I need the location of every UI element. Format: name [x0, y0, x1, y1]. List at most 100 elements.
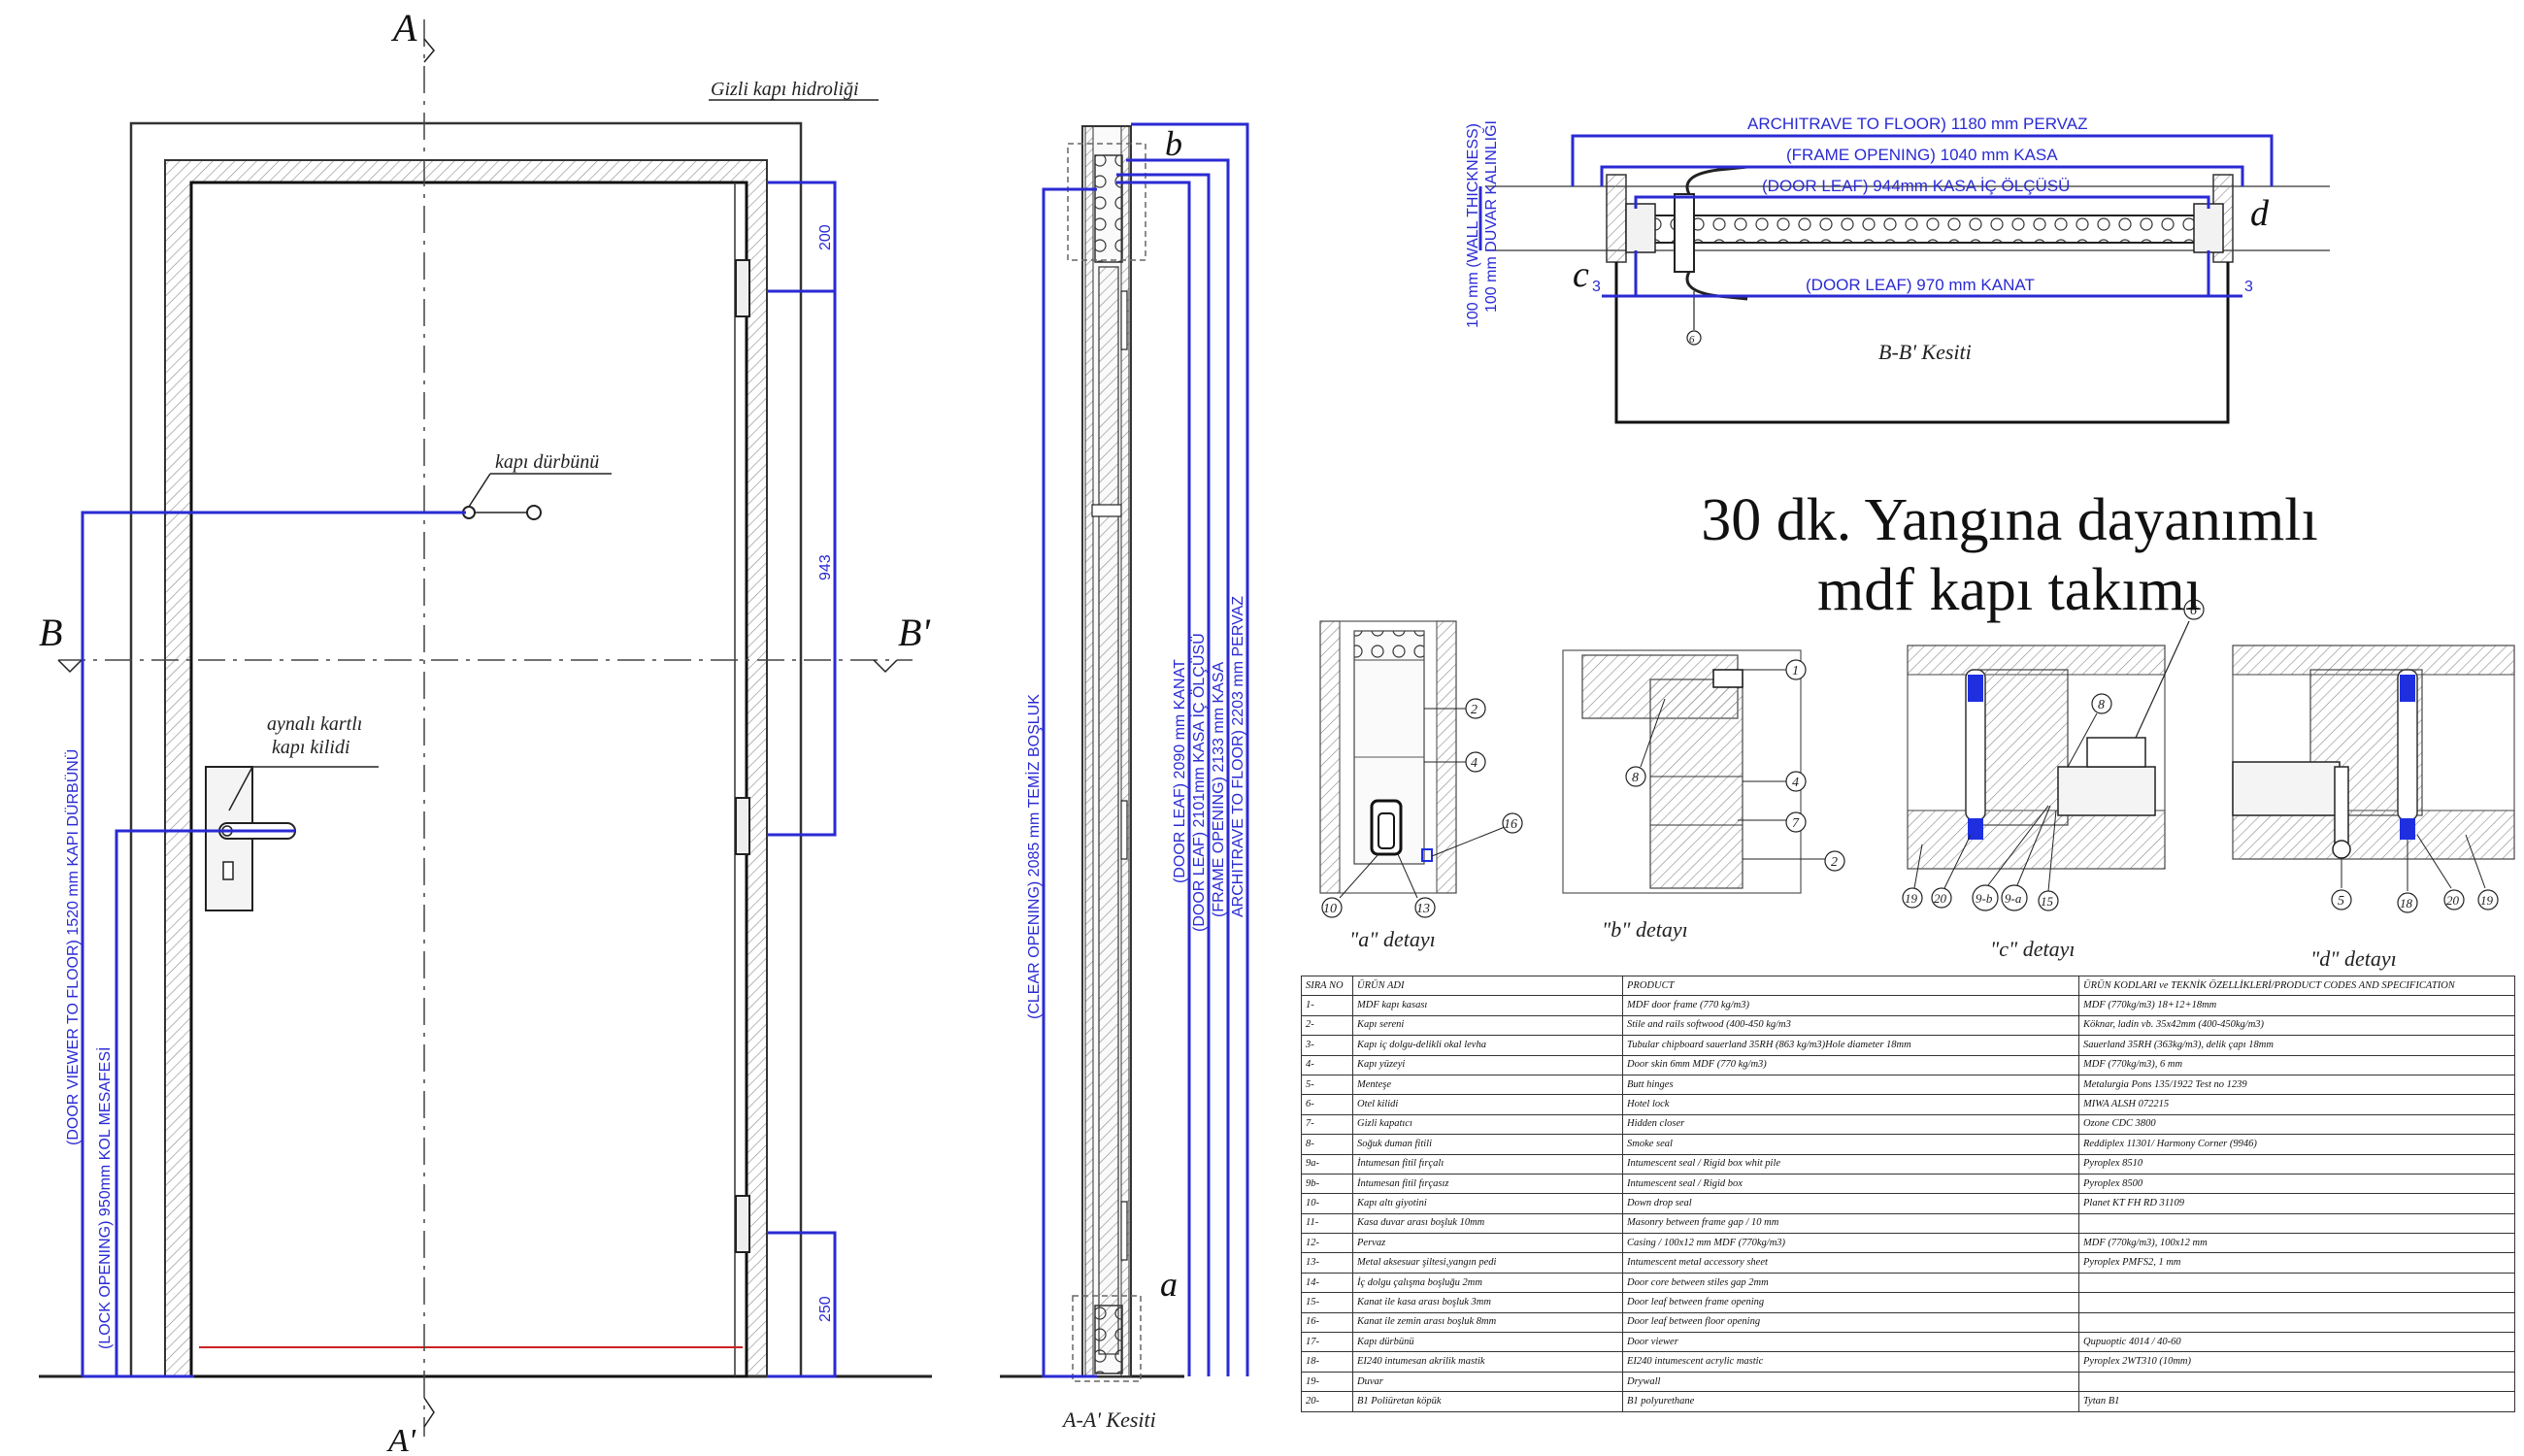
title-line-1: 30 dk. Yangına dayanımlı — [1701, 487, 2318, 553]
table-cell: Door leaf between frame opening — [1622, 1292, 2079, 1313]
spec-header-spec: ÜRÜN KODLARI ve TEKNİK ÖZELLİKLERİ/PRODU… — [2078, 975, 2515, 997]
lock-label-line2: kapı kilidi — [272, 737, 350, 758]
section-bb-caption: B-B' Kesiti — [1878, 340, 1972, 364]
table-cell: Down drop seal — [1622, 1193, 2079, 1214]
detail-c-callout-6: 6 — [2190, 604, 2197, 618]
detail-a-callout-16: 16 — [1504, 817, 1517, 832]
table-cell: Metalurgia Pons 135/1922 Test no 1239 — [2078, 1074, 2515, 1096]
detail-d-callout-19: 19 — [2480, 893, 2494, 908]
detail-d-callout-18: 18 — [2400, 896, 2413, 910]
section-aa-marker-a: a — [1160, 1265, 1178, 1304]
table-cell: Pyroplex PMFS2, 1 mm — [2078, 1252, 2515, 1274]
table-cell: Tubular chipboard sauerland 35RH (863 kg… — [1622, 1035, 2079, 1056]
detail-b-callout-8: 8 — [1632, 771, 1639, 785]
table-cell: MDF kapı kasası — [1352, 995, 1623, 1016]
table-cell: 9a- — [1301, 1153, 1353, 1175]
detail-c-callout-9a: 9-a — [2005, 891, 2022, 906]
table-cell: Tytan B1 — [2078, 1391, 2515, 1412]
dim-architrave-2203: ARCHITRAVE TO FLOOR) 2203 mm PERVAZ — [1230, 596, 1246, 917]
detail-b-callout-4: 4 — [1792, 776, 1799, 790]
spec-header-no: SIRA NO — [1301, 975, 1353, 997]
specification-table: SIRA NO ÜRÜN ADI PRODUCT ÜRÜN KODLARI ve… — [1301, 975, 2515, 1412]
drawing-title: 30 dk. Yangına dayanımlı mdf kapı takımı — [1573, 485, 2446, 625]
table-cell: 20- — [1301, 1391, 1353, 1412]
table-cell: B1 polyurethane — [1622, 1391, 2079, 1412]
table-cell: Sauerland 35RH (363kg/m3), delik çapı 18… — [2078, 1035, 2515, 1056]
dim-bb-architrave: ARCHITRAVE TO FLOOR) 1180 mm PERVAZ — [1747, 115, 2087, 133]
table-cell: Pyroplex 8510 — [2078, 1153, 2515, 1175]
table-cell: Köknar, ladin vb. 35x42mm (400-450kg/m3) — [2078, 1014, 2515, 1037]
table-cell: Smoke seal — [1622, 1134, 2079, 1155]
dim-bb-gap-right: 3 — [2244, 279, 2253, 295]
table-cell: Kapı dürbünü — [1352, 1332, 1623, 1353]
detail-a-caption: "a" detayı — [1349, 927, 1436, 951]
table-cell: Kasa duvar arası boşluk 10mm — [1352, 1212, 1623, 1235]
table-cell: 13- — [1301, 1252, 1353, 1274]
table-cell: MDF door frame (770 kg/m3) — [1622, 995, 2079, 1016]
table-cell: Casing / 100x12 mm MDF (770kg/m3) — [1622, 1233, 2079, 1254]
spec-header-row: SIRA NO ÜRÜN ADI PRODUCT ÜRÜN KODLARI ve… — [1301, 975, 2515, 997]
lock-label-line1: aynalı kartlı — [267, 713, 362, 735]
section-aa-sill — [1094, 1305, 1123, 1374]
section-bb-wall-left — [1606, 174, 1627, 263]
table-cell: Menteşe — [1352, 1074, 1623, 1096]
section-bb-marker-d: d — [2250, 193, 2270, 234]
table-cell: İç dolgu çalışma boşluğu 2mm — [1352, 1272, 1623, 1294]
section-aa-caption: A-A' Kesiti — [1061, 1407, 1156, 1432]
dim-bb-leaf: (DOOR LEAF) 970 mm KANAT — [1806, 276, 2035, 294]
section-aa-leaf — [1098, 266, 1119, 1355]
detail-c-callout-15: 15 — [2041, 894, 2054, 909]
wall-thickness-label-1: 100 mm (WALL THICKNESS) — [1465, 123, 1481, 328]
table-cell: Kapı sereni — [1352, 1014, 1623, 1037]
table-cell: Door leaf between floor opening — [1622, 1311, 2079, 1334]
table-cell: 10- — [1301, 1193, 1353, 1214]
table-cell: Hidden closer — [1622, 1113, 2079, 1136]
detail-a-callout-4: 4 — [1471, 756, 1478, 771]
table-cell: Door skin 6mm MDF (770 kg/m3) — [1622, 1054, 2079, 1075]
dim-door-leaf-2101: (DOOR LEAF) 2101mm KASA İÇ ÖLÇÜSÜ — [1189, 633, 1208, 932]
dim-250: 250 — [817, 1296, 834, 1322]
dim-200: 200 — [817, 224, 834, 250]
table-cell: 19- — [1301, 1371, 1353, 1393]
section-aa-marker-b: b — [1165, 124, 1182, 163]
detail-c-caption: "c" detayı — [1990, 937, 2076, 961]
table-cell: MDF (770kg/m3), 6 mm — [2078, 1054, 2515, 1075]
table-cell: Kapı yüzeyi — [1352, 1054, 1623, 1075]
detail-d-caption: "d" detayı — [2310, 946, 2397, 971]
table-cell: 14- — [1301, 1272, 1353, 1294]
spec-header-product: PRODUCT — [1622, 975, 2079, 997]
spec-header-name-tr: ÜRÜN ADI — [1352, 975, 1623, 997]
table-cell: Stile and rails softwood (400-450 kg/m3 — [1622, 1014, 2079, 1037]
detail-d: 5 18 20 19 "d" detayı — [2232, 645, 2515, 971]
dim-door-leaf-2090: (DOOR LEAF) 2090 mm KANAT — [1172, 659, 1188, 883]
wall-thickness-label-2: 100 mm DUVAR KALINLIĞI — [1481, 120, 1500, 313]
section-b-left-label: B — [39, 611, 62, 654]
table-cell — [2078, 1272, 2515, 1294]
table-cell: Masonry between frame gap / 10 mm — [1622, 1212, 2079, 1235]
table-cell: Kapı altı giyotini — [1352, 1193, 1623, 1214]
table-cell: 11- — [1301, 1212, 1353, 1235]
table-cell: Drywall — [1622, 1371, 2079, 1393]
table-cell: 3- — [1301, 1035, 1353, 1056]
detail-a: 2 4 16 10 13 "a" detayı — [1319, 620, 1523, 951]
table-cell: 4- — [1301, 1054, 1353, 1075]
table-cell: Kapı iç dolgu-delikli okal levha — [1352, 1035, 1623, 1056]
door-elevation: A A' B B' Gizli kapı hidroliği kapı dürb… — [39, 6, 932, 1456]
table-cell: Metal aksesuar şiltesi,yangın pedi — [1352, 1252, 1623, 1274]
dim-frame-opening-2133: (FRAME OPENING) 2133 mm KASA — [1211, 662, 1227, 917]
detail-b-callout-7: 7 — [1792, 816, 1800, 831]
dim-bb-frame-opening: (FRAME OPENING) 1040 mm KASA — [1786, 146, 2058, 164]
